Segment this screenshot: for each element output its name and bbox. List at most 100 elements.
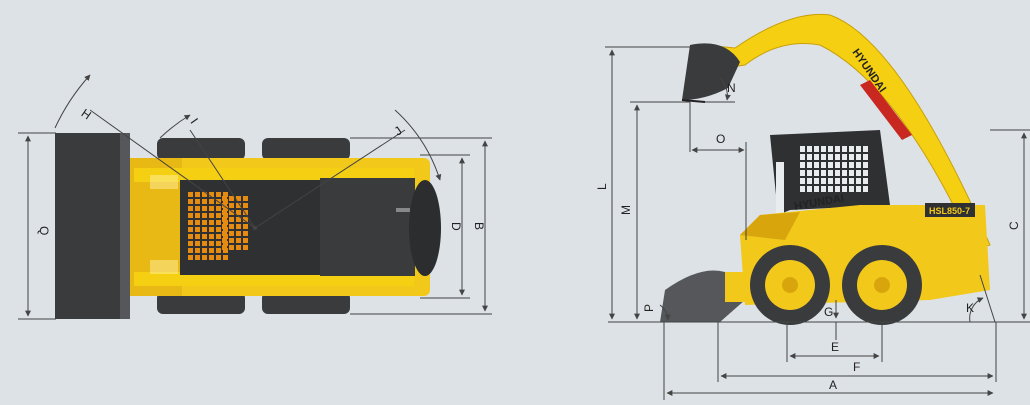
grille-dot (236, 245, 241, 250)
grille-dot (195, 199, 200, 204)
cab-grille-slot (828, 178, 833, 184)
cab-grille-slot (800, 154, 805, 160)
label-n: N (727, 81, 736, 95)
grille-dot (229, 238, 234, 243)
grille-dot (216, 255, 221, 260)
grille-dot (223, 199, 228, 204)
cab-grille-slot (849, 146, 854, 152)
cab-grille-slot (800, 162, 805, 168)
grille-dot (222, 203, 227, 208)
cab-grille-slot (863, 162, 868, 168)
grille-dot (229, 217, 234, 222)
grille-dot (209, 234, 214, 239)
grille-dot (243, 203, 248, 208)
label-g: G (824, 305, 833, 319)
grille-dot (188, 227, 193, 232)
cab-grille-slot (842, 186, 847, 192)
cab-grille-slot (863, 146, 868, 152)
grille-dot (195, 255, 200, 260)
grille-dot (202, 227, 207, 232)
grille-dot (223, 255, 228, 260)
cab-grille-slot (842, 170, 847, 176)
grille-dot (222, 231, 227, 236)
cab-grille-slot (807, 146, 812, 152)
grille-dot (243, 210, 248, 215)
cab-grille-slot (828, 186, 833, 192)
cab-grille-slot (835, 186, 840, 192)
grille-dot (195, 227, 200, 232)
top-grille (188, 192, 248, 260)
top-wheel-front-lower (157, 292, 245, 314)
grille-dot (202, 241, 207, 246)
grille-dot (223, 241, 228, 246)
grille-dot (188, 199, 193, 204)
grille-dot (236, 203, 241, 208)
side-wheel-rear (842, 245, 922, 325)
side-boom (704, 13, 991, 251)
grille-dot (236, 210, 241, 215)
grille-dot (195, 206, 200, 211)
cab-grille-slot (800, 186, 805, 192)
grille-dot (236, 238, 241, 243)
cab-grille-slot (835, 154, 840, 160)
cab-grille-slot (849, 162, 854, 168)
grille-dot (223, 248, 228, 253)
cab-grille-slot (800, 178, 805, 184)
cab-grille-slot (842, 154, 847, 160)
label-e: E (831, 340, 839, 354)
cab-grille-slot (842, 162, 847, 168)
grille-dot (216, 234, 221, 239)
top-wheel-front-upper (157, 138, 245, 160)
grille-dot (209, 220, 214, 225)
grille-dot (236, 231, 241, 236)
cab-grille-slot (856, 146, 861, 152)
label-h: H (79, 106, 94, 122)
grille-dot (243, 245, 248, 250)
grille-dot (236, 224, 241, 229)
grille-dot (195, 213, 200, 218)
grille-dot (209, 192, 214, 197)
grille-dot (195, 241, 200, 246)
label-f: F (853, 360, 860, 374)
grille-dot (202, 248, 207, 253)
cab-grille-slot (856, 170, 861, 176)
grille-dot (209, 255, 214, 260)
cab-grille-slot (814, 170, 819, 176)
cab-grille-slot (835, 170, 840, 176)
grille-dot (209, 227, 214, 232)
grille-dot (216, 241, 221, 246)
label-m: M (619, 205, 633, 215)
grille-dot (236, 217, 241, 222)
grille-dot (188, 248, 193, 253)
grille-dot (188, 192, 193, 197)
grille-dot (216, 213, 221, 218)
cab-grille-slot (863, 178, 868, 184)
label-k: K (966, 301, 974, 315)
side-wheel-front (750, 245, 830, 325)
grille-dot (223, 206, 228, 211)
grille-dot (188, 206, 193, 211)
cab-grille-slot (821, 178, 826, 184)
cab-grille-slot (856, 154, 861, 160)
model-badge: HSL850-7 (929, 206, 970, 216)
grille-dot (216, 248, 221, 253)
cab-grille-slot (821, 146, 826, 152)
cab-grille-slot (814, 178, 819, 184)
side-cylinder (860, 80, 912, 140)
grille-dot (222, 238, 227, 243)
grille-dot (209, 248, 214, 253)
cab-grille-slot (828, 162, 833, 168)
side-view: HSL850-7 HYUNDAI HYUNDAI (595, 13, 1030, 400)
grille-dot (188, 213, 193, 218)
label-a: A (829, 378, 837, 392)
grille-dot (229, 224, 234, 229)
cab-grille-slot (814, 146, 819, 152)
grille-dot (243, 231, 248, 236)
grille-dot (222, 217, 227, 222)
top-bucket (55, 133, 127, 319)
grille-dot (229, 231, 234, 236)
cab-grille-slot (821, 186, 826, 192)
grille-dot (223, 234, 228, 239)
grille-dot (216, 227, 221, 232)
cab-grille-slot (821, 162, 826, 168)
